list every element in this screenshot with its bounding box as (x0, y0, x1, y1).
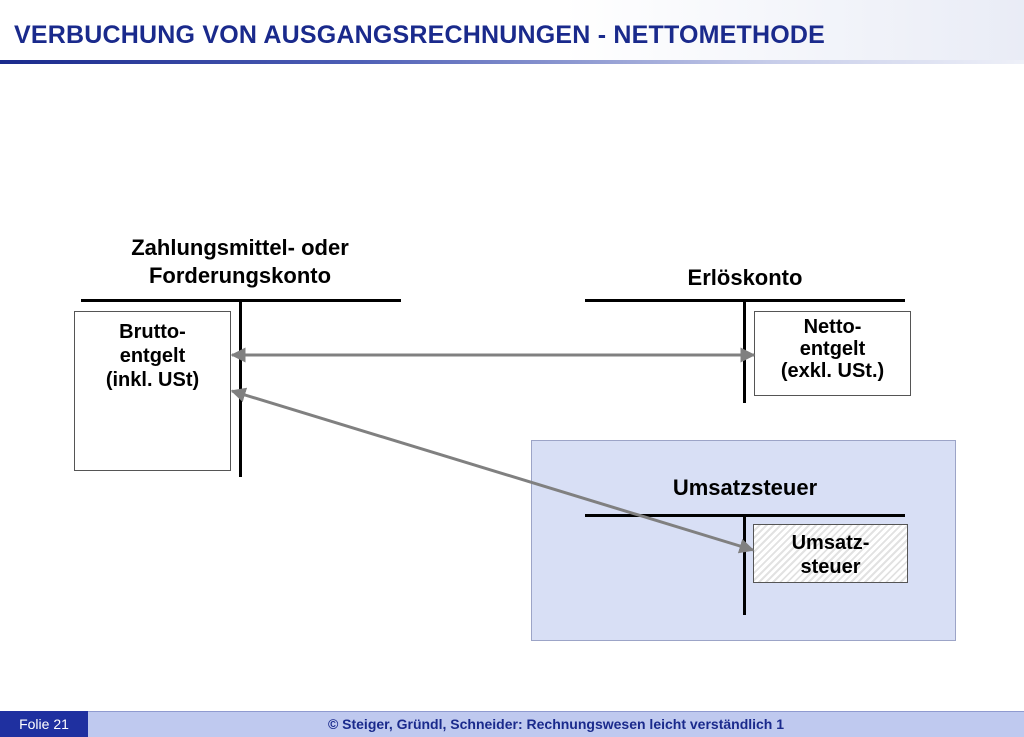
bruttoentgelt-entry: Brutto- entgelt (inkl. USt) (74, 311, 231, 471)
zahlungskonto-title-line2: Forderungskonto (148, 263, 332, 288)
umsatzsteuer-t-vertical (743, 514, 746, 615)
erloeskonto-title: Erlöskonto (687, 265, 803, 290)
arrow-brutto-to-umsatzsteuer (230, 387, 755, 554)
zahlungskonto-title: Zahlungsmittel- oder Forderungskonto (80, 234, 400, 290)
title-underline (0, 60, 1024, 64)
slide-number: Folie 21 (0, 711, 88, 737)
nettoentgelt-line1: Netto- (803, 316, 862, 338)
footer-bar (0, 711, 1024, 737)
nettoentgelt-line2: entgelt (799, 338, 866, 360)
umsatzsteuer-line2: steuer (800, 556, 861, 578)
title-bar (0, 0, 1024, 64)
umsatzsteuer-entry: Umsatz- steuer (753, 524, 908, 583)
nettoentgelt-entry: Netto- entgelt (exkl. USt.) (754, 311, 911, 396)
copyright-notice: © Steiger, Gründl, Schneider: Rechnungsw… (327, 716, 785, 732)
nettoentgelt-line3: (exkl. USt.) (780, 360, 885, 382)
bruttoentgelt-line3: (inkl. USt) (105, 369, 200, 391)
bruttoentgelt-line1: Brutto- (119, 321, 186, 343)
slide-title: VERBUCHUNG VON AUSGANGSRECHNUNGEN - NETT… (14, 21, 826, 49)
umsatzsteuer-line1: Umsatz- (791, 532, 870, 554)
bruttoentgelt-line2: entgelt (119, 345, 186, 367)
zahlungskonto-title-line1: Zahlungsmittel- oder (131, 235, 349, 260)
